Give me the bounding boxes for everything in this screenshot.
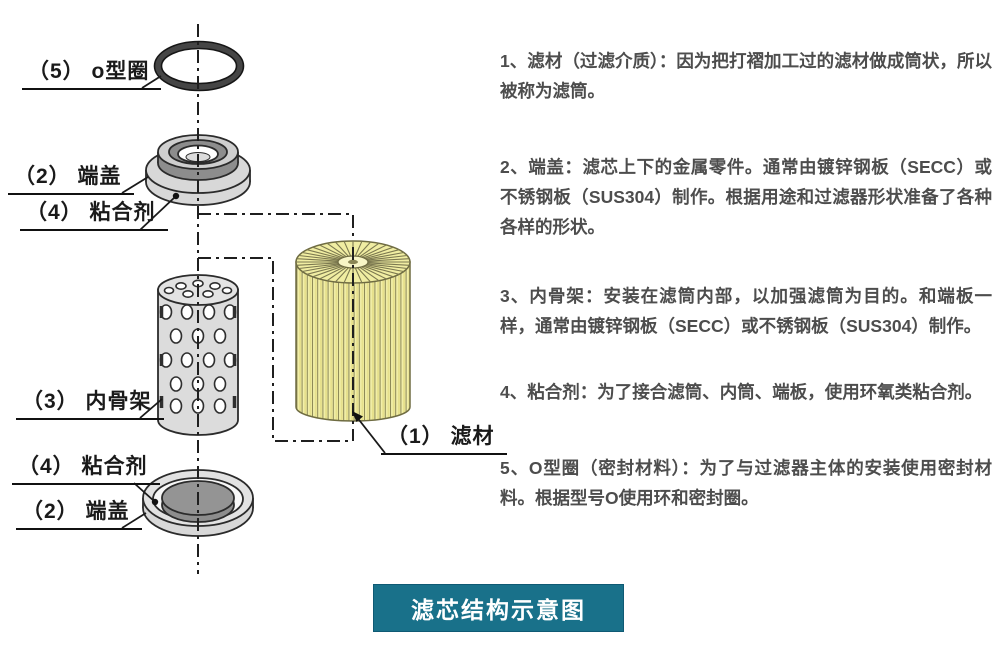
part-label-adhesive-top: （4） 粘合剂: [20, 200, 168, 231]
media-leader-arrow-icon: [352, 411, 363, 422]
filter-media-shape: [295, 240, 411, 422]
leader-lines: [121, 75, 386, 529]
caption-title: 滤芯结构示意图: [373, 584, 624, 632]
adhesive-dot-top: [172, 192, 180, 200]
note-end-cap: 2、端盖：滤芯上下的金属零件。通常由镀锌钢板（SECC）或不锈钢板（SUS304…: [500, 157, 992, 237]
notes-panel: 1、滤材（过滤介质）：因为把打褶加工过的滤材做成筒状，所以被称为滤筒。 2、端盖…: [500, 0, 992, 560]
end-cap-top-shape: [145, 134, 251, 206]
part-label-endcap-top: （2） 端盖: [8, 164, 134, 195]
part-label-adhesive-bottom: （4） 粘合剂: [12, 454, 160, 485]
adhesive-dot-bottom: [151, 498, 159, 506]
note-filter-media: 1、滤材（过滤介质）：因为把打褶加工过的滤材做成筒状，所以被称为滤筒。: [500, 51, 992, 101]
skeleton-edge-slots: [159, 306, 237, 408]
note-adhesive: 4、粘合剂：为了接合滤筒、内筒、端板，使用环氧类粘合剂。: [500, 382, 983, 402]
part-label-endcap-bottom: （2） 端盖: [16, 499, 142, 530]
note-inner-skeleton: 3、内骨架：安装在滤筒内部，以加强滤筒为目的。和端板一样，通常由镀锌钢板（SEC…: [500, 286, 992, 336]
diagram-drawing: [121, 24, 411, 574]
pleat-radial-lines: [296, 241, 410, 283]
part-label-oring: （5） o型圈: [22, 59, 162, 90]
note-oring: 5、O型圈（密封材料）：为了与过滤器主体的安装使用密封材料。根据型号O使用环和密…: [500, 458, 992, 508]
part-label-filter-media: （1） 滤材: [381, 424, 507, 455]
skeleton-holes: [159, 279, 237, 414]
center-axis-line: [197, 24, 354, 574]
exploded-view-diagram: （5） o型圈 （2） 端盖 （4） 粘合剂 （3） 内骨架 （4） 粘合剂 （…: [8, 24, 507, 574]
part-label-inner-skeleton: （3） 内骨架: [16, 389, 164, 420]
